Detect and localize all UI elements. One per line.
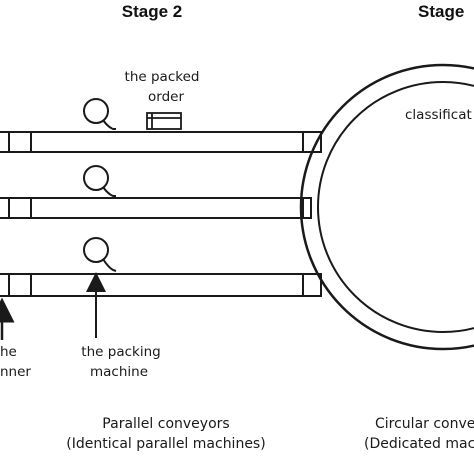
parallel-conveyor-1 [0,131,322,153]
scanner-label-line1: he [0,344,17,360]
conveyor-2-joint [302,197,312,219]
coil-icon [83,165,116,197]
circular-conveyor-outer [299,63,474,351]
conveyor-2-entry [8,197,32,219]
coil-icon [83,98,116,130]
circular-conveyor [299,63,474,351]
conveyor-3-joint [302,273,322,297]
parallel-conveyor-3 [0,273,322,297]
packed-order-label-line2: order [148,89,184,105]
conveyor-2-belt [30,197,304,219]
conveyor-1-belt [30,131,304,153]
box-icon [146,112,182,130]
scanner-label-line2: nner [0,364,31,380]
packing-machine-label-line2: machine [90,364,148,380]
packing-machine-label-line1: the packing [81,344,160,360]
conveyor-1-joint [302,131,322,153]
conveyor-1-entry [8,131,32,153]
coil-icon [83,237,117,272]
circular-caption-line1: Circular conve [375,416,474,432]
conveyor-3-belt [30,273,304,297]
stage-2-title: Stage 2 [122,2,182,21]
stage-3-title: Stage [418,2,464,21]
packed-order-label-line1: the packed [125,69,200,85]
parallel-conveyor-2 [0,197,312,219]
parallel-caption-line1: Parallel conveyors [102,416,229,432]
circular-caption-line2: (Dedicated mac [364,436,474,452]
circular-conveyor-inner [317,81,474,333]
parallel-caption-line2: (Identical parallel machines) [66,436,265,452]
classification-label: classificat [405,107,472,123]
conveyor-3-entry [8,273,32,297]
